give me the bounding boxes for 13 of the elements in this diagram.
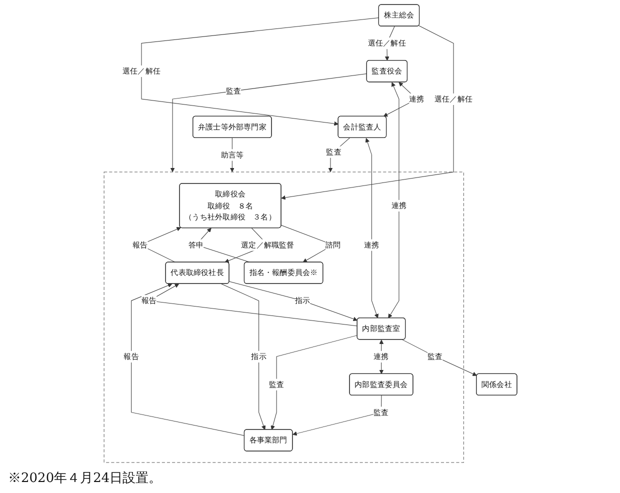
arrow (228, 281, 358, 322)
footnote: ※2020年４月24日設置。 (7, 470, 163, 488)
arrow (220, 284, 266, 430)
arrow (378, 340, 384, 374)
arrow (229, 137, 234, 172)
arrow (388, 82, 399, 318)
arrow (270, 335, 358, 430)
arrow (140, 18, 379, 126)
arrow (364, 138, 378, 318)
arrow (292, 395, 382, 436)
cluster (103, 172, 464, 463)
arrow (130, 283, 244, 436)
arrow (402, 339, 476, 376)
